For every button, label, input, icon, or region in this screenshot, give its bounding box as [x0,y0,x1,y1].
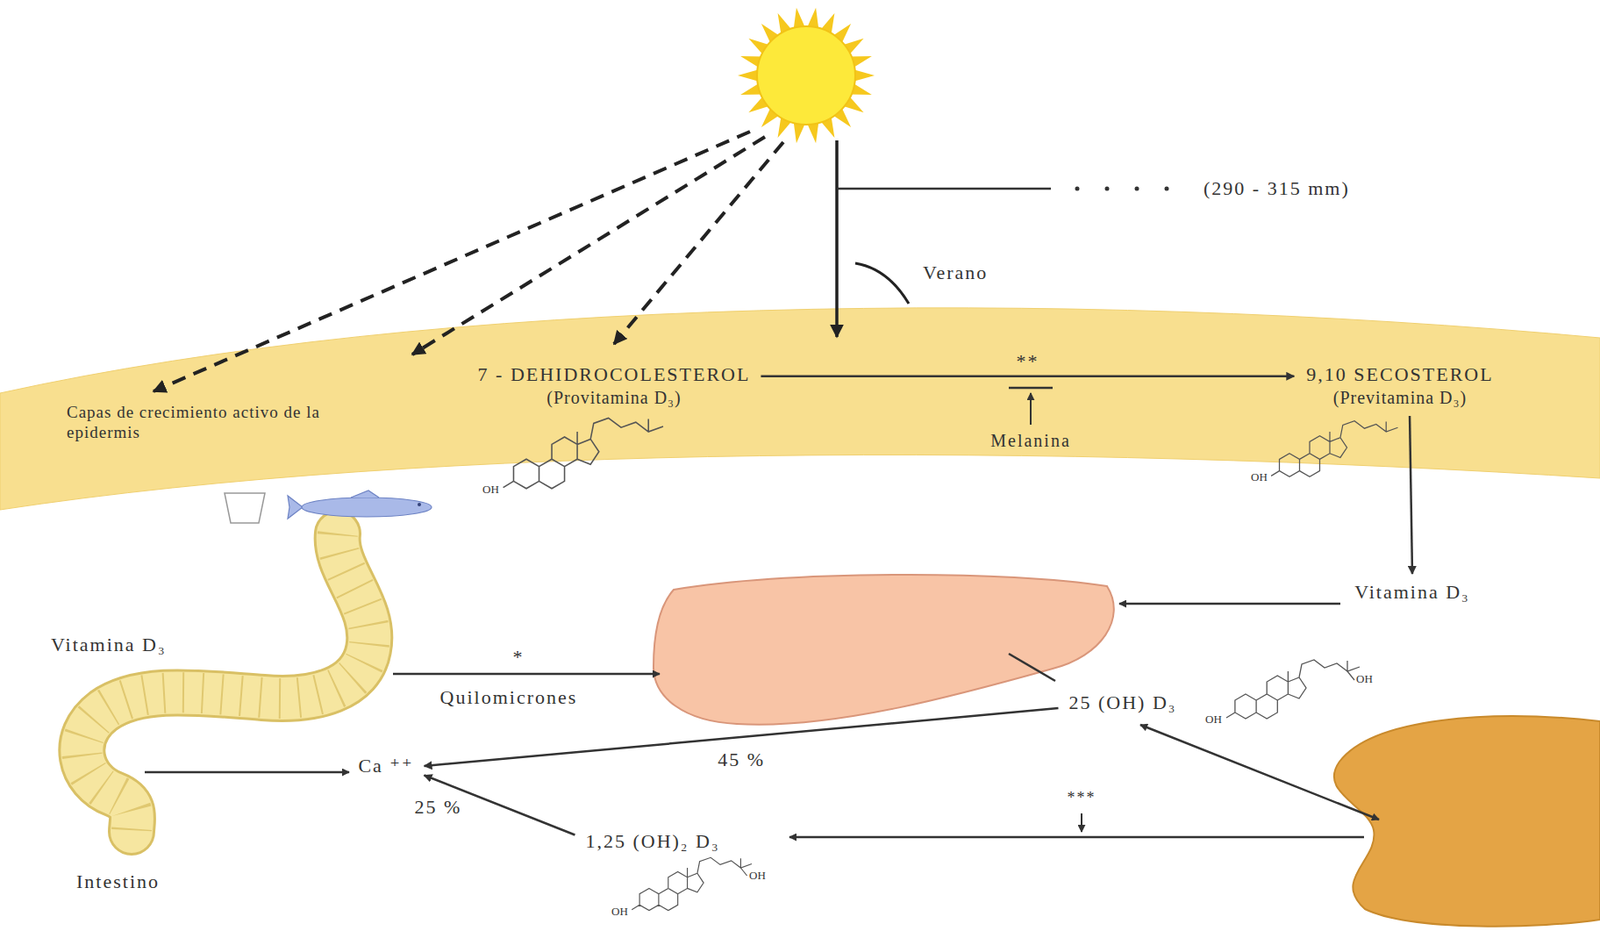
hydroxyl-label: OH [1205,712,1222,727]
hydroxyl-label: OH [1250,470,1268,485]
glass-of-milk [224,492,265,523]
wavelength-label: (290 - 315 mm) [1203,177,1350,200]
node-title: 25 (OH) D₃ [1069,691,1178,715]
kidney-output-arrow [789,835,1365,839]
compound-label: 1,25 (OH)₂ D₃ [581,828,723,855]
organ-label: Intestino [76,870,160,893]
edge-label: ** [1015,350,1039,373]
footnote-mark: * [513,645,525,669]
hydroxyl-label: OH [611,904,629,919]
previtamin-structure [1271,421,1398,478]
leader-dot [1135,186,1140,192]
leader-dot [1075,186,1080,192]
season-label: Verano [922,261,988,285]
compound-label: Vitamina D₃ [1350,578,1474,606]
chylomicron-arrow [392,672,660,676]
reaction-arrow [1409,415,1413,574]
fish-eye [417,502,422,507]
angle-arc [855,263,909,304]
footnote-mark: *** [1067,787,1097,808]
fish [301,497,432,517]
liver-output-line [1008,653,1056,681]
dietary-source-label: Vitamina D₃ [50,633,167,657]
compound-label: 9,10 SECOSTEROL(Previtamina D₃) [1302,361,1497,411]
node-title: Vitamina D₃ [1354,580,1471,604]
sunlight-ray [614,142,784,344]
transport-label: Quilomicrones [440,685,579,709]
hydroxyl-bond [1347,671,1355,680]
compound-label: 25 (OH) D₃ [1065,689,1181,716]
uvb-ray [835,140,839,337]
kidney [1334,715,1600,926]
fish-fin [350,490,379,498]
edge-label: 25 % [414,795,462,819]
node-title: Ca ⁺⁺ [357,754,414,778]
sun [757,26,856,125]
intestine [81,533,370,832]
liver [653,574,1115,725]
node-title: Capas de crecimiento activo de la epider… [66,401,322,443]
node-title: 1,25 (OH)₂ D₃ [585,829,720,853]
epidermis [0,307,1600,510]
hydroxyl-label: OH [1356,671,1373,686]
intestine-calcium-arrow [144,771,350,774]
hydroxyl-label: OH [749,868,766,883]
pigment-label: Melanina [990,429,1072,451]
melanin-arrow [1029,392,1032,425]
fish-tail [287,495,303,519]
hydroxyl-bond [740,867,747,876]
intestine-segments [81,533,370,832]
hydroxyl-label: OH [482,482,500,497]
node-title: 9,10 SECOSTEROL [1306,363,1493,386]
calcidiol-structure [1226,659,1360,719]
edge-label: 45 % [717,748,765,772]
sun-rays [737,7,875,143]
sunlight-dashed [153,131,784,392]
regulation-arrow [1080,813,1083,832]
node-title: 7 - DEHIDROCOLESTEROL [478,363,751,386]
leader-dot [1105,186,1110,192]
provitamin-structure [503,417,664,488]
leader-dots [1075,186,1170,192]
compound-label: 7 - DEHIDROCOLESTEROL(Provitamina D₃) [474,361,755,411]
sunlight-ray [412,136,765,355]
intestine-outline [81,533,370,832]
sunlight-ray [153,131,750,392]
node-subtitle: (Previtamina D₃) [1306,385,1493,409]
skin-band: Capas de crecimiento activo de la epider… [0,289,1600,518]
to-liver-arrow [1119,602,1341,606]
connectors [424,376,1413,836]
leader-dot [1164,186,1170,192]
ion-label: Ca ⁺⁺ [354,752,417,779]
calcitriol-structure [631,857,752,910]
node-subtitle: (Provitamina D₃) [478,385,751,409]
metabolic-arrows [144,603,1379,837]
kidney-exchange-arrow [1140,724,1379,820]
inhibition-bar [1008,386,1053,390]
wavelength-leader [836,187,1051,191]
reaction-arrow [760,375,1294,379]
